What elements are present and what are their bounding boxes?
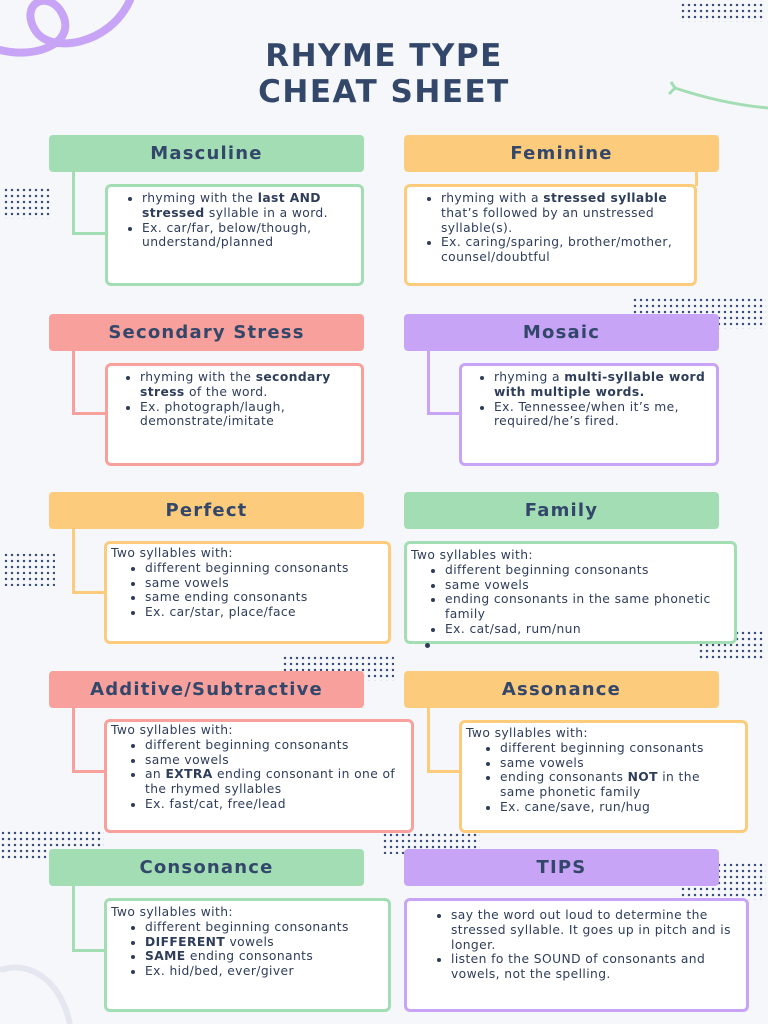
list-item: Ex. caring/sparing, brother/mother, coun… — [441, 235, 688, 265]
assonance-header: Assonance — [404, 671, 719, 708]
list-item: same vowels — [500, 756, 739, 771]
list-item: different beginning consonants — [500, 741, 739, 756]
list-item: different beginning consonants — [145, 738, 405, 753]
decorative-swirl — [0, 0, 134, 57]
list-item: different beginning consonants — [445, 563, 728, 578]
list-item: Ex. Tennessee/when it’s me, required/he’… — [494, 400, 710, 430]
assonance-card: Two syllables with: different beginning … — [459, 720, 748, 833]
connector-line — [72, 529, 75, 594]
list-item: Ex. cane/save, run/hug — [500, 800, 739, 815]
list-item: same vowels — [445, 578, 728, 593]
perfect-card: Two syllables with: different beginning … — [104, 541, 391, 644]
consonance-card: Two syllables with: different beginning … — [104, 898, 391, 1012]
decorative-dots — [3, 187, 51, 219]
page-title: RHYME TYPE CHEAT SHEET — [0, 38, 768, 110]
connector-line — [72, 351, 75, 415]
decorative-curve-bottom — [0, 964, 73, 1024]
list-item: same vowels — [145, 576, 382, 591]
connector-line — [427, 412, 461, 415]
connector-line — [72, 172, 75, 235]
decorative-arrow — [667, 81, 768, 110]
list-item: listen fo the SOUND of consonants and vo… — [451, 952, 740, 982]
secondary-stress-header: Secondary Stress — [49, 314, 364, 351]
card-intro: Two syllables with: — [111, 905, 233, 919]
card-intro: Two syllables with: — [411, 548, 533, 562]
connector-line — [427, 351, 430, 415]
list-item: Ex. hid/bed, ever/giver — [145, 964, 382, 979]
family-header: Family — [404, 492, 719, 529]
list-item: same vowels — [145, 753, 405, 768]
connector-line — [72, 708, 75, 773]
list-item: SAME ending consonants — [145, 949, 382, 964]
list-item: an EXTRA ending consonant in one of the … — [145, 767, 405, 797]
connector-line — [427, 770, 461, 773]
decorative-dots — [382, 832, 480, 854]
connector-line — [72, 886, 75, 952]
list-item: ending consonants in the same phonetic f… — [445, 592, 728, 622]
family-card: Two syllables with: different beginning … — [404, 541, 737, 644]
list-item: different beginning consonants — [145, 920, 382, 935]
perfect-header: Perfect — [49, 492, 364, 529]
list-item: different beginning consonants — [145, 561, 382, 576]
card-intro: Two syllables with: — [466, 726, 588, 740]
consonance-header: Consonance — [49, 849, 364, 886]
masculine-header: Masculine — [49, 135, 364, 172]
connector-line — [72, 770, 106, 773]
additive-subtractive-card: Two syllables with: different beginning … — [104, 719, 414, 833]
list-item: rhyming with the last AND stressed sylla… — [142, 191, 355, 221]
list-item: Ex. car/star, place/face — [145, 605, 382, 620]
secondary-stress-card: rhyming with the secondary stress of the… — [105, 363, 364, 466]
list-item: Ex. cat/sad, rum/nun — [445, 622, 728, 637]
mosaic-header: Mosaic — [404, 314, 719, 351]
list-item: Ex. car/far, below/though, understand/pl… — [142, 221, 355, 251]
list-item: say the word out loud to determine the s… — [451, 908, 740, 952]
connector-line — [72, 232, 106, 235]
list-item: Ex. fast/cat, free/lead — [145, 797, 405, 812]
mosaic-card: rhyming a multi-syllable word with multi… — [459, 363, 719, 466]
tips-card: say the word out loud to determine the s… — [404, 898, 749, 1012]
feminine-card: rhyming with a stressed syllable that’s … — [404, 184, 697, 286]
tips-header: TIPS — [404, 849, 719, 886]
list-item: Ex. photograph/laugh, demonstrate/imitat… — [140, 400, 355, 430]
card-intro: Two syllables with: — [111, 723, 233, 737]
connector-line — [72, 412, 106, 415]
feminine-header: Feminine — [404, 135, 719, 172]
connector-line — [72, 591, 106, 594]
list-item: ending consonants NOT in the same phonet… — [500, 770, 739, 800]
list-item: DIFFERENT vowels — [145, 935, 382, 950]
list-item: rhyming with a stressed syllable that’s … — [441, 191, 688, 235]
title-line-1: RHYME TYPE — [265, 38, 503, 74]
list-item: same ending consonants — [145, 590, 382, 605]
card-intro: Two syllables with: — [111, 546, 233, 560]
connector-line — [695, 172, 698, 186]
decorative-dots — [680, 2, 764, 22]
list-item: rhyming with the secondary stress of the… — [140, 370, 355, 400]
title-line-2: CHEAT SHEET — [258, 74, 510, 110]
stray-bullet — [425, 643, 430, 648]
list-item: rhyming a multi-syllable word with multi… — [494, 370, 710, 400]
decorative-dots — [3, 552, 55, 586]
connector-line — [427, 708, 430, 773]
masculine-card: rhyming with the last AND stressed sylla… — [105, 184, 364, 286]
connector-line — [72, 949, 106, 952]
additive-subtractive-header: Additive/Subtractive — [49, 671, 364, 708]
